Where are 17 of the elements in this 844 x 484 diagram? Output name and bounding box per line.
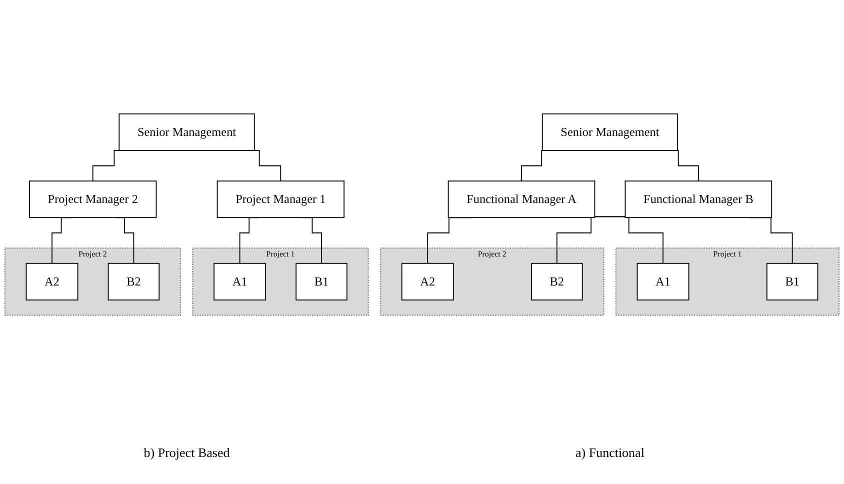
node-box: B1 xyxy=(766,263,818,301)
caption-text: b) Project Based xyxy=(144,445,230,461)
caption-text: a) Functional xyxy=(575,445,644,461)
node-box: Senior Management xyxy=(542,114,678,152)
node-box: B1 xyxy=(296,263,348,301)
connector xyxy=(556,216,626,264)
node-box: Project Manager 1 xyxy=(216,180,344,218)
node-box: Functional Manager A xyxy=(448,180,596,218)
node-box: B2 xyxy=(108,263,160,301)
node-box: A2 xyxy=(26,263,78,301)
node-box: A2 xyxy=(401,263,454,301)
node-box: Functional Manager B xyxy=(624,180,772,218)
node-box: Project Manager 2 xyxy=(29,180,157,218)
node-box: B2 xyxy=(531,263,583,301)
node-box: Senior Management xyxy=(118,114,255,152)
node-box: A1 xyxy=(636,263,690,301)
node-box: A1 xyxy=(214,263,266,301)
